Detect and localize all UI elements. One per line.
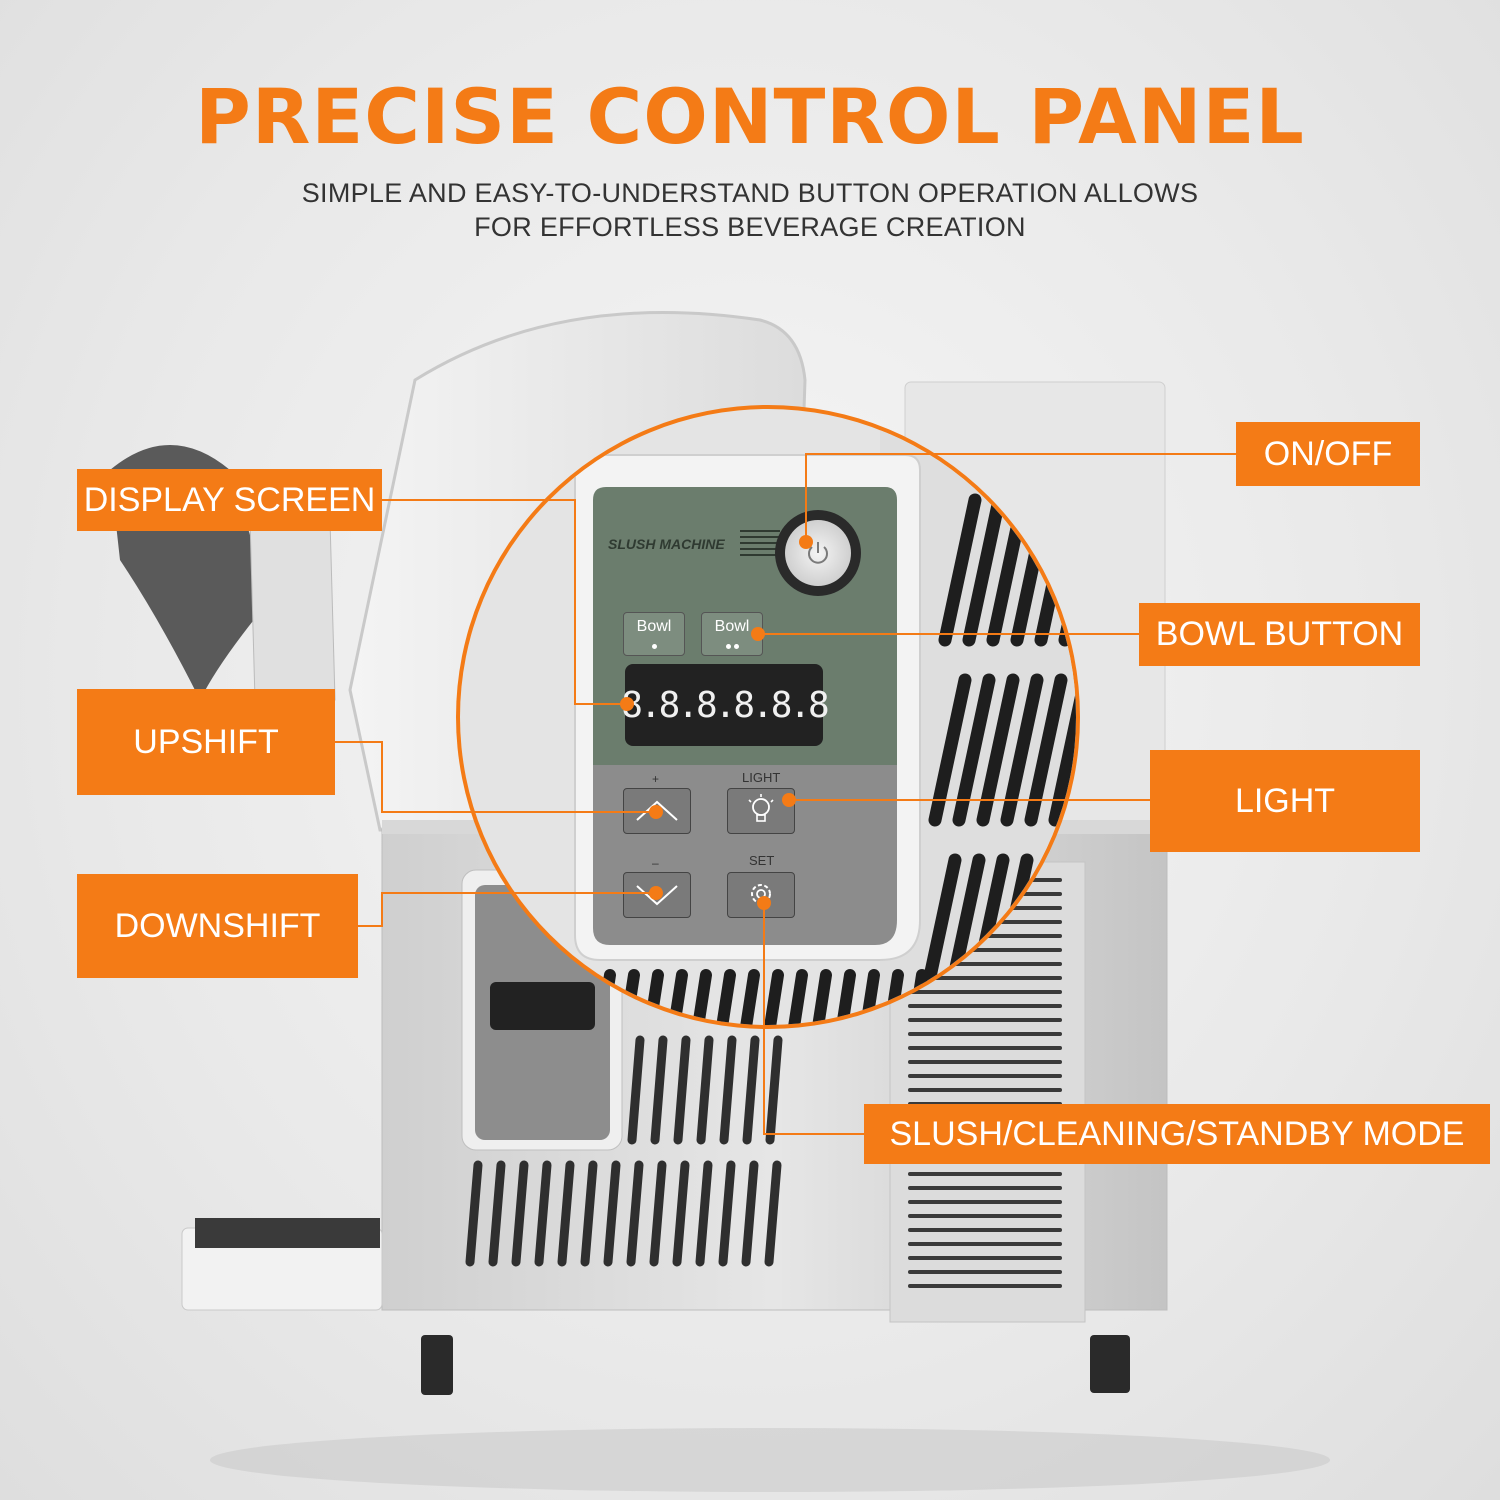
vent-slot: [465, 1160, 483, 1267]
power-icon: [808, 542, 828, 564]
light-bulb-icon: [748, 793, 774, 822]
display-screen-callout: DISPLAY SCREEN: [77, 469, 382, 531]
zoom-vent-slot: [666, 969, 688, 1025]
vent-slot: [719, 1035, 737, 1145]
zoom-vent-slot: [858, 969, 880, 1025]
display-screen: 8.8.8.8.8.8: [621, 664, 830, 746]
vent-slot: [764, 1160, 782, 1267]
vent-slot: [627, 1035, 645, 1145]
vent-slot: [488, 1160, 506, 1267]
upshift-callout: UPSHIFT: [77, 689, 335, 795]
upshift-button[interactable]: [623, 788, 691, 834]
light-button[interactable]: [727, 788, 795, 834]
vent-slot: [741, 1160, 759, 1267]
vent-slot: [580, 1160, 598, 1267]
bowl-1-label: Bowl: [636, 618, 672, 635]
bowl-2-button[interactable]: Bowl: [701, 612, 763, 656]
zoom-vent-slot: [1000, 673, 1044, 827]
zoom-vent-slot: [952, 673, 996, 827]
light-label: LIGHT: [742, 770, 781, 785]
downshift-button[interactable]: [623, 872, 691, 918]
bowl-2-dot-icon: [725, 644, 731, 649]
gear-icon: [751, 883, 771, 904]
vent-slot: [626, 1160, 644, 1267]
zoom-vent-slot: [1048, 673, 1076, 827]
vent-slot: [534, 1160, 552, 1267]
zoom-vent-slot: [690, 969, 712, 1025]
chevron-down-icon: [636, 884, 678, 905]
zoom-vent-slot: [714, 969, 736, 1025]
vent-slot: [695, 1160, 713, 1267]
bowl-button-callout: BOWL BUTTON: [1139, 603, 1420, 666]
vent-slot: [557, 1160, 575, 1267]
set-button[interactable]: [727, 872, 795, 918]
vent-slot: [650, 1035, 668, 1145]
light-callout: LIGHT: [1150, 750, 1420, 852]
vent-slot: [511, 1160, 529, 1267]
vent-slot: [718, 1160, 736, 1267]
set-label: SET: [749, 853, 775, 868]
zoom-vent-slot: [738, 969, 760, 1025]
brand-label: SLUSH MACHINE: [608, 536, 725, 552]
vent-slot: [742, 1035, 760, 1145]
vent-slot: [696, 1035, 714, 1145]
bowl-2-dot-icon-b: [733, 644, 739, 649]
plus-label: +: [652, 772, 660, 786]
chevron-up-icon: [636, 800, 678, 821]
minus-label: –: [652, 856, 659, 870]
mode-callout: SLUSH/CLEANING/STANDBY MODE: [864, 1104, 1490, 1164]
bowl-1-dot-icon: [651, 644, 657, 649]
downshift-callout: DOWNSHIFT: [77, 874, 358, 978]
headline: PRECISE CONTROL PANEL: [195, 72, 1305, 161]
bowl-1-button[interactable]: Bowl: [623, 612, 685, 656]
zoom-vent-slot: [928, 673, 972, 827]
vent-slot: [649, 1160, 667, 1267]
vent-slot: [603, 1160, 621, 1267]
zoom-vent-slot: [1024, 673, 1068, 827]
subtitle-line-2: FOR EFFORTLESS BEVERAGE CREATION: [474, 212, 1026, 242]
zoom-vent-slot: [976, 673, 1020, 827]
zoom-vent-slot: [918, 853, 962, 1007]
on-off-callout: ON/OFF: [1236, 422, 1420, 486]
subtitle-line-1: SIMPLE AND EASY-TO-UNDERSTAND BUTTON OPE…: [301, 178, 1199, 208]
bowl-2-label: Bowl: [714, 618, 750, 635]
vent-slot: [672, 1160, 690, 1267]
display-digits: 8.8.8.8.8.8: [621, 684, 829, 726]
power-button[interactable]: [775, 510, 861, 596]
brand-stripes: [740, 530, 780, 558]
vent-slot: [673, 1035, 691, 1145]
